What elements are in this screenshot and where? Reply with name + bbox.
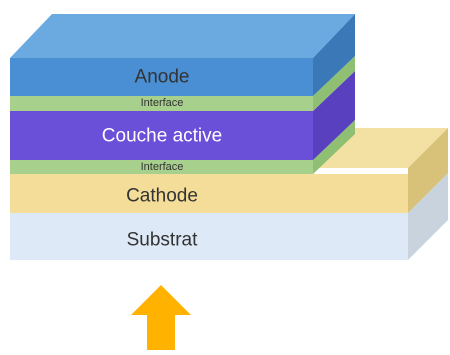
substrat-label: Substrat xyxy=(127,230,198,251)
anode-top xyxy=(10,14,355,58)
anode-layer: Anode xyxy=(10,14,355,96)
interface-top-front xyxy=(10,96,313,111)
interface-top-layer: Interface xyxy=(10,56,355,111)
substrat-front xyxy=(10,213,408,260)
light-arrow-icon xyxy=(131,285,191,350)
interface-bottom-layer: Interface xyxy=(10,120,355,174)
interface-bottom-front xyxy=(10,160,313,174)
substrat-layer: Substrat xyxy=(10,173,448,260)
substrat-side xyxy=(408,173,448,260)
active-label: Couche active xyxy=(102,126,222,147)
cathode-label: Cathode xyxy=(126,186,198,207)
cathode-front xyxy=(10,174,408,213)
interface-bottom-label: Interface xyxy=(141,161,184,173)
interface-bottom-side xyxy=(313,120,355,174)
interface-top-label: Interface xyxy=(141,97,184,109)
cathode-side xyxy=(408,128,448,213)
active-front xyxy=(10,111,313,160)
interface-top-side xyxy=(313,56,355,111)
anode-label: Anode xyxy=(135,67,190,88)
anode-side xyxy=(313,14,355,96)
active-layer: Couche active xyxy=(10,71,355,160)
anode-front xyxy=(10,58,313,96)
active-side xyxy=(313,71,355,160)
